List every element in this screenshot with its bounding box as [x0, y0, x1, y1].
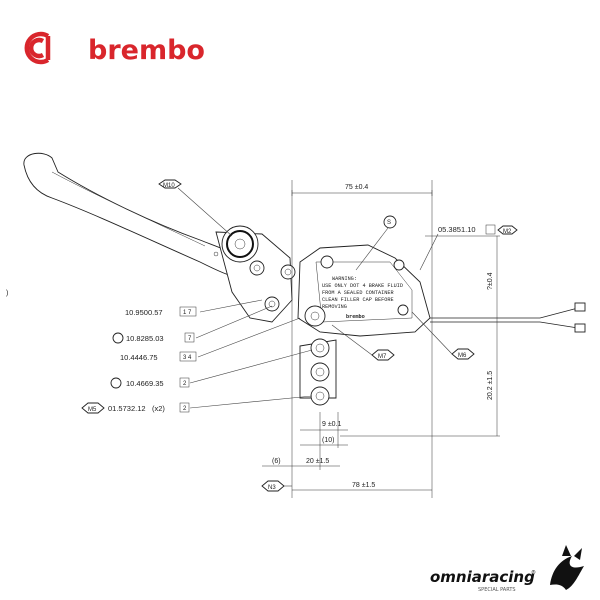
side-mark: ) — [6, 290, 8, 297]
code-10-8285-03: 10.8285.03 — [126, 334, 164, 343]
callout-m6: M6 — [458, 353, 467, 359]
warning-line-3: FROM A SEALED CONTAINER — [322, 290, 394, 296]
brembo-symbol-icon — [24, 31, 51, 65]
warning-line-5: REMOVING — [322, 304, 347, 310]
code-05-3851-10: 05.3851.10 — [438, 225, 476, 234]
callout-s: S — [387, 220, 391, 226]
lever-adjuster — [215, 225, 296, 323]
dim-9: 9 ±0.1 — [322, 421, 342, 428]
code-01-5732-12-qty: (x2) — [152, 404, 165, 413]
brembo-logo: brembo — [24, 31, 205, 66]
warning-line-4: CLEAN FILLER CAP BEFORE — [322, 297, 394, 303]
code-10-4446-75: 10.4446.75 — [120, 353, 158, 362]
callout-m7: M7 — [378, 354, 387, 360]
code-10-9500-57: 10.9500.57 — [125, 308, 163, 317]
omniaracing-logo: omniaracing ® SPECIAL PARTS — [430, 545, 584, 593]
warning-line-1: WARNING: — [332, 276, 357, 282]
dim-vertical-right: ?±0.4 — [487, 272, 494, 290]
callout-m2: M2 — [503, 229, 512, 235]
master-cylinder-body: WARNING: USE ONLY DOT 4 BRAKE FLUID FROM… — [297, 244, 431, 337]
switch-cable — [430, 302, 586, 333]
dim-height-right: 20.2 ±1.5 — [487, 371, 494, 400]
callouts: M10 S 05.3851.10 M2 M7 M6 10.9500.57 1 7… — [81, 179, 518, 492]
callout-n3: N3 — [268, 485, 276, 491]
reservoir-logo: brembo — [346, 314, 365, 320]
fitting-stack — [299, 338, 337, 406]
warning-line-2: USE ONLY DOT 4 BRAKE FLUID — [322, 283, 403, 289]
dealer-tagline: SPECIAL PARTS — [478, 587, 516, 593]
code-10-4669-35-box: 2 — [183, 381, 187, 387]
code-10-9500-57-box: 1 7 — [183, 310, 192, 316]
code-10-4446-75-box: 3 4 — [183, 355, 192, 361]
dim-10: (10) — [322, 437, 334, 444]
code-10-4669-35: 10.4669.35 — [126, 379, 164, 388]
dealer-name: omniaracing — [430, 568, 535, 586]
brake-lever — [23, 152, 253, 283]
dim-width-top: 75 ±0.4 — [345, 184, 368, 191]
dragon-icon — [550, 545, 584, 590]
code-10-8285-03-box: 7 — [188, 336, 192, 342]
code-01-5732-12-box: 2 — [183, 406, 187, 412]
dimension-lines: 75 ±0.4 ?±0.4 20.2 ±1.5 9 ±0.1 (10) (6) … — [262, 180, 500, 498]
brand-name: brembo — [88, 35, 205, 66]
dealer-registered: ® — [531, 569, 536, 576]
dim-6: (6) — [272, 458, 281, 465]
dim-78: 78 ±1.5 — [352, 482, 375, 489]
dim-20: 20 ±1.5 — [306, 458, 329, 465]
callout-m10: M10 — [163, 183, 175, 189]
callout-m5: M5 — [88, 407, 97, 413]
code-01-5732-12: 01.5732.12 — [108, 404, 146, 413]
